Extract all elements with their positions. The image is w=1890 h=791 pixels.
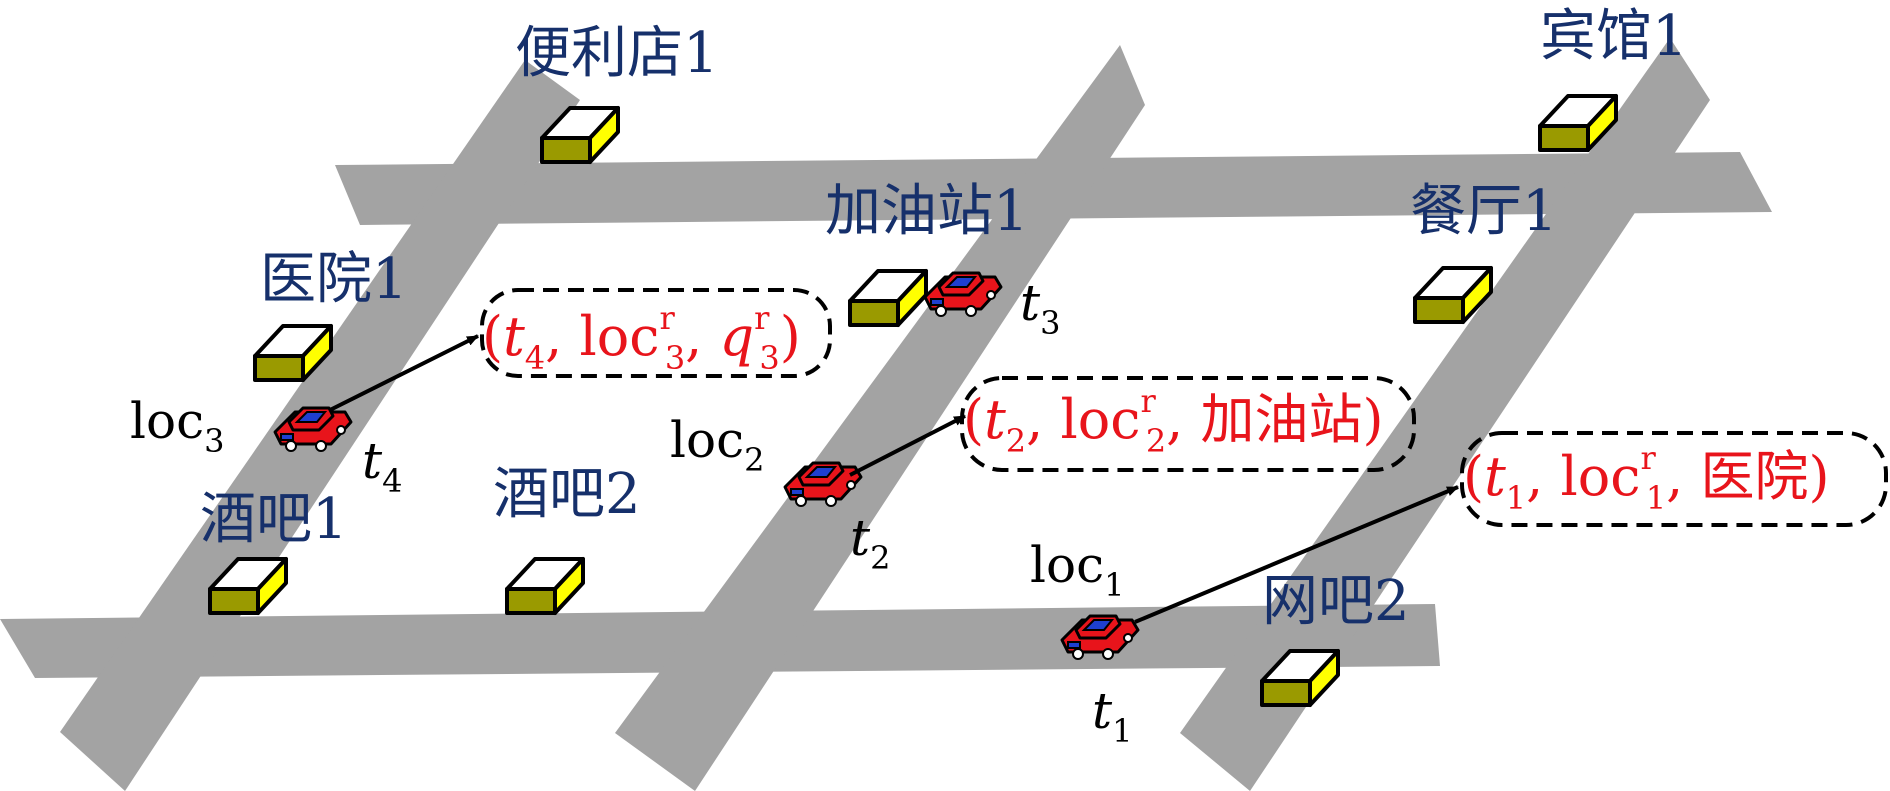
vehicle-loc-label-1: loc1 <box>1030 536 1124 604</box>
tuple-box-t4 <box>480 288 832 378</box>
roads <box>0 38 1772 791</box>
tuple-box-t1 <box>1460 431 1888 527</box>
arrow-t4 <box>329 334 479 412</box>
vehicle-time-label-2: t2 <box>850 509 890 577</box>
tuple-box-t2 <box>960 376 1416 472</box>
road-diagonal-right <box>1180 38 1710 791</box>
poi-label-hospital-1: 医院1 <box>260 247 408 312</box>
poi-label-bar-2: 酒吧2 <box>493 462 641 527</box>
poi-label-internet-cafe-2: 网吧2 <box>1262 569 1410 634</box>
poi-label-gas-station-1: 加油站1 <box>825 179 1029 244</box>
vehicle-loc-label-2: loc2 <box>670 411 764 479</box>
vehicle-time-label-1: t1 <box>1092 682 1132 750</box>
road-diagonal-middle <box>615 45 1145 791</box>
vehicle-time-label-4: t4 <box>362 432 402 500</box>
building-icon <box>505 557 585 615</box>
arrow-t1 <box>1134 485 1459 624</box>
building-icon <box>848 269 928 327</box>
poi-label-bar-1: 酒吧1 <box>200 487 348 552</box>
poi-label-hotel-1: 宾馆1 <box>1540 4 1688 69</box>
poi-label-convenience-store-1: 便利店1 <box>515 21 719 86</box>
arrow-t2 <box>849 414 966 477</box>
vehicle-time-label-3: t3 <box>1020 274 1060 342</box>
vehicle-loc-label-3: loc3 <box>130 392 224 460</box>
poi-label-restaurant-1: 餐厅1 <box>1410 179 1558 244</box>
